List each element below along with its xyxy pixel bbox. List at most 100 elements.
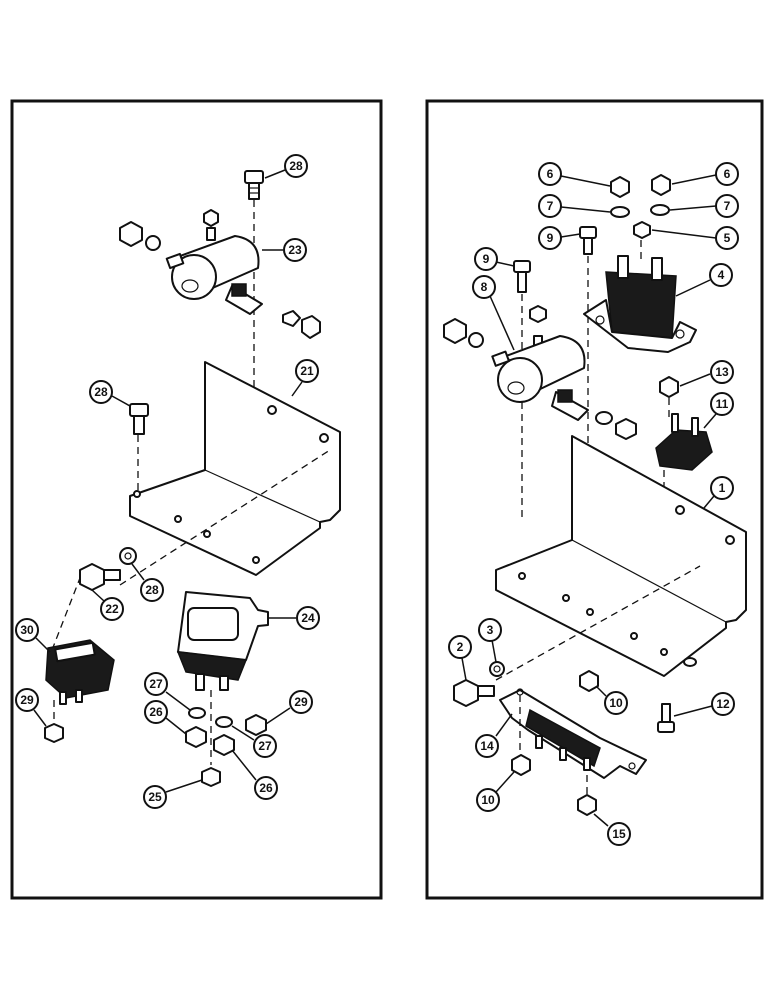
- svg-text:28: 28: [145, 583, 159, 597]
- part-24-resistor: [176, 591, 269, 691]
- part-14-terminal-strip: [499, 688, 647, 779]
- callout-l30: 30: [15, 618, 51, 653]
- part-3-washer: [489, 661, 505, 677]
- part-1-bracket: [495, 435, 747, 677]
- svg-text:28: 28: [94, 385, 108, 399]
- centerline-bracket: [119, 449, 331, 586]
- callout-r15: 15: [593, 813, 631, 846]
- svg-text:4: 4: [718, 268, 725, 282]
- svg-text:15: 15: [612, 827, 626, 841]
- callout-r12: 12: [673, 692, 735, 717]
- part-26-nut-b: [213, 734, 235, 756]
- svg-text:26: 26: [149, 705, 163, 719]
- part-4-solenoid: [583, 255, 697, 353]
- callout-r6b: 6: [671, 162, 739, 186]
- part-7-washer-right: [650, 204, 670, 216]
- callout-r2: 2: [448, 635, 472, 681]
- callout-r13: 13: [679, 360, 734, 387]
- left-panel-frame: [10, 99, 383, 900]
- callout-l21: 21: [291, 359, 319, 397]
- part-15-nut: [577, 794, 597, 816]
- part-23-solenoid: [119, 209, 321, 339]
- svg-text:23: 23: [288, 243, 302, 257]
- callout-r7b: 7: [669, 194, 739, 218]
- part-10-nut-low: [511, 754, 531, 776]
- callout-r11: 11: [703, 392, 734, 429]
- svg-text:29: 29: [20, 693, 34, 707]
- callout-r5: 5: [651, 226, 739, 250]
- part-29-nut-left: [44, 723, 64, 743]
- svg-text:9: 9: [547, 231, 554, 245]
- callout-l26b: 26: [231, 749, 278, 800]
- callout-l26a: 26: [144, 700, 187, 735]
- part-7-washer-left: [610, 206, 630, 218]
- left-panel: 28 23 21 28 22 28 24 30: [10, 99, 383, 900]
- part-12-screw: [657, 703, 675, 733]
- callout-l25: 25: [143, 779, 203, 809]
- svg-text:7: 7: [547, 199, 554, 213]
- callout-l29a: 29: [15, 688, 47, 727]
- part-6-nut-right: [651, 174, 671, 196]
- part-22-bolt: [79, 563, 121, 591]
- svg-text:1: 1: [719, 481, 726, 495]
- part-27-washer-b: [215, 716, 233, 728]
- part-30-circuit-breaker: [45, 639, 115, 705]
- svg-text:6: 6: [547, 167, 554, 181]
- svg-text:5: 5: [724, 231, 731, 245]
- callout-l28a: 28: [264, 154, 308, 179]
- svg-text:21: 21: [300, 364, 314, 378]
- right-panel-frame: [425, 99, 764, 900]
- svg-text:25: 25: [148, 790, 162, 804]
- part-25-nut: [201, 767, 221, 787]
- part-27-washer-a: [188, 707, 206, 719]
- svg-text:28: 28: [289, 159, 303, 173]
- callout-r10b: 10: [476, 771, 515, 812]
- part-6-nut-left: [610, 176, 630, 198]
- svg-text:27: 27: [258, 739, 272, 753]
- part-21-bracket: [129, 361, 341, 576]
- callout-r14: 14: [475, 713, 513, 758]
- part-13-nut: [659, 376, 679, 398]
- part-28-washer: [119, 547, 137, 565]
- svg-text:26: 26: [259, 781, 273, 795]
- callout-r1: 1: [703, 476, 734, 509]
- callout-l24: 24: [268, 606, 320, 630]
- svg-text:8: 8: [481, 280, 488, 294]
- part-8-solenoid: [443, 305, 637, 440]
- callout-l27b: 27: [231, 725, 277, 758]
- part-2-bolt: [453, 679, 495, 707]
- part-10-nut-mid: [579, 670, 599, 692]
- svg-text:6: 6: [724, 167, 731, 181]
- callout-r7a: 7: [538, 194, 611, 218]
- part-5-nut: [633, 221, 651, 239]
- callout-r10a: 10: [595, 685, 628, 715]
- centerline-bracket-right: [495, 565, 701, 681]
- callout-l27a: 27: [144, 672, 191, 711]
- svg-text:24: 24: [301, 611, 315, 625]
- callout-r3: 3: [478, 618, 502, 663]
- callout-l28c: 28: [131, 563, 164, 602]
- svg-text:12: 12: [716, 697, 730, 711]
- part-11-relay: [655, 413, 713, 471]
- svg-text:7: 7: [724, 199, 731, 213]
- svg-text:30: 30: [20, 623, 34, 637]
- part-29-nut-right: [245, 714, 267, 736]
- part-26-nut-a: [185, 726, 207, 748]
- svg-text:14: 14: [480, 739, 494, 753]
- svg-text:27: 27: [149, 677, 163, 691]
- callout-r6a: 6: [538, 162, 611, 187]
- svg-text:2: 2: [457, 640, 464, 654]
- svg-text:10: 10: [609, 696, 623, 710]
- svg-text:29: 29: [294, 695, 308, 709]
- callout-l23: 23: [262, 238, 307, 262]
- right-panel: 6 6 7 7 9 5 9 4: [425, 99, 764, 900]
- svg-text:11: 11: [716, 397, 729, 411]
- centerline-30: [51, 577, 81, 651]
- svg-text:10: 10: [481, 793, 495, 807]
- callout-l22: 22: [91, 589, 124, 621]
- part-9-bolt-a: [579, 226, 597, 255]
- svg-text:13: 13: [715, 365, 729, 379]
- callout-l28b: 28: [89, 380, 131, 407]
- part-28-bolt-top: [244, 170, 264, 200]
